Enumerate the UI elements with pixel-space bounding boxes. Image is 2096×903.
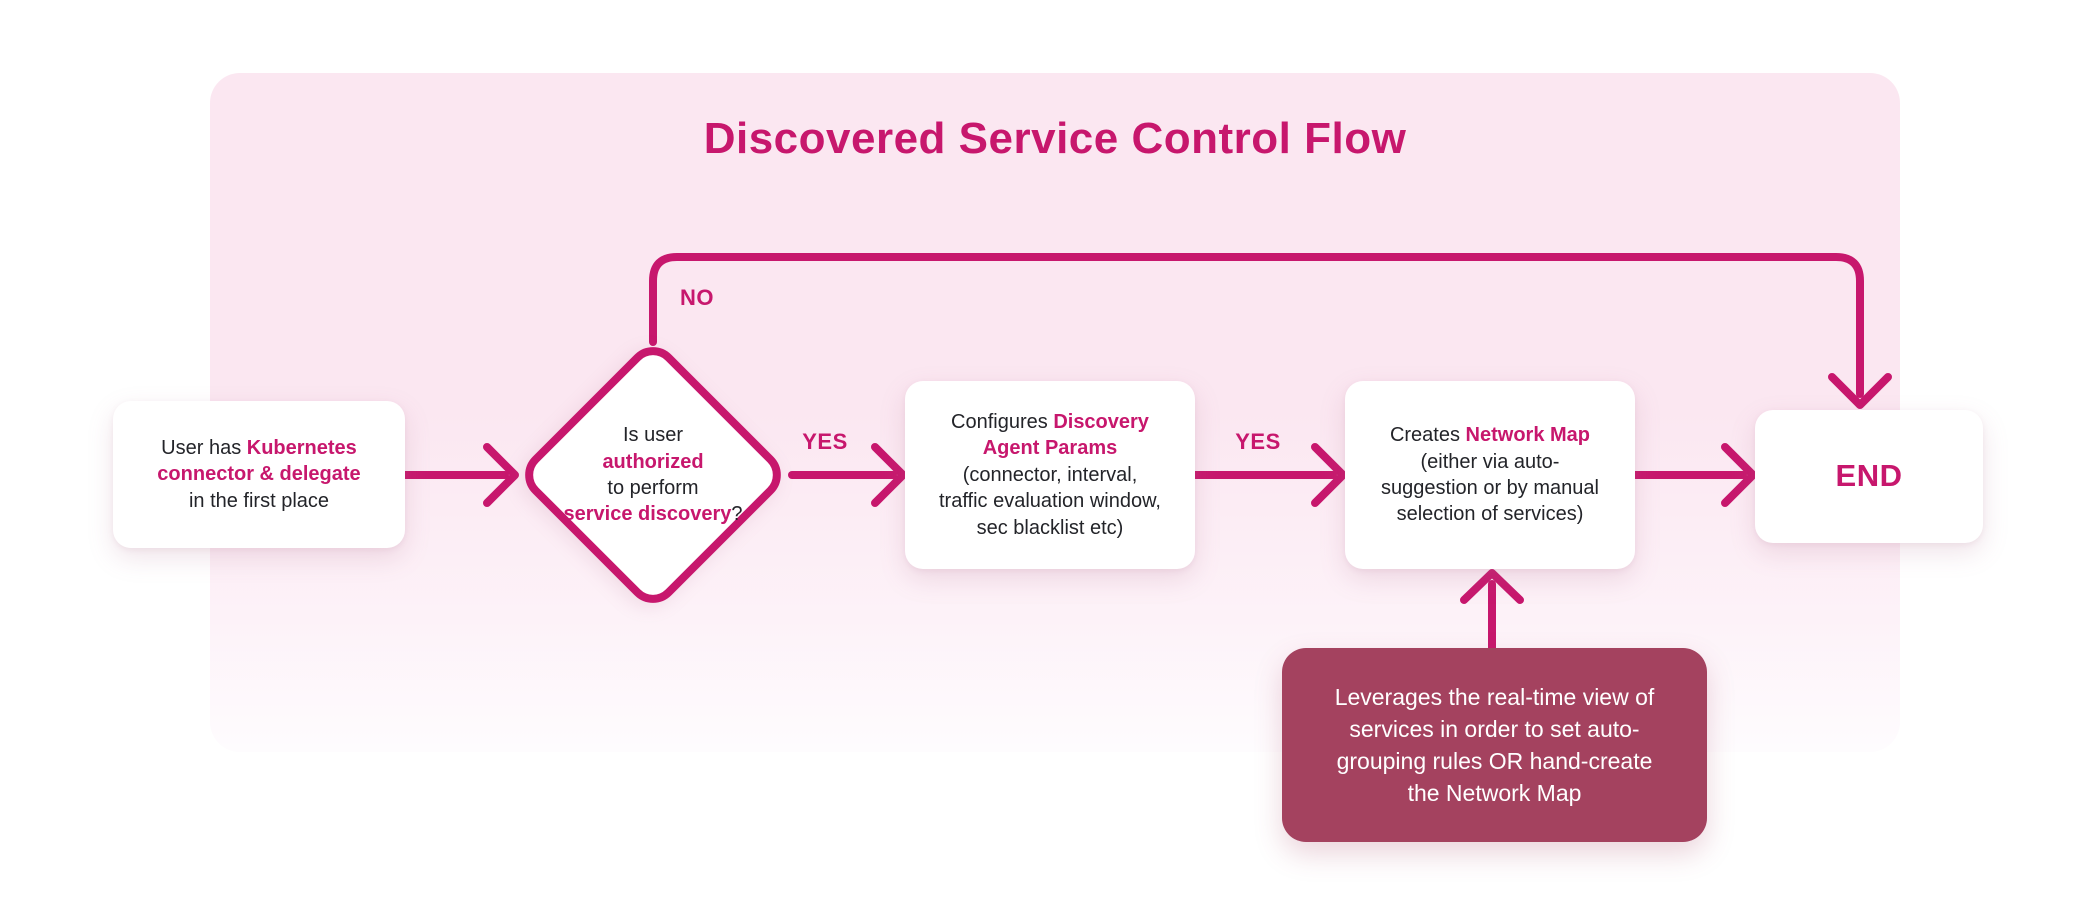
- node-create-network-map: Creates Network Map(either via auto-sugg…: [1345, 381, 1635, 569]
- diagram-title: Discovered Service Control Flow: [703, 114, 1407, 163]
- edge-label-yes-configure: YES: [1235, 429, 1281, 454]
- edge-label-no: NO: [680, 285, 714, 310]
- edge-label-yes-decision: YES: [802, 429, 848, 454]
- node-end: END: [1755, 410, 1983, 543]
- end-label: END: [1835, 458, 1903, 494]
